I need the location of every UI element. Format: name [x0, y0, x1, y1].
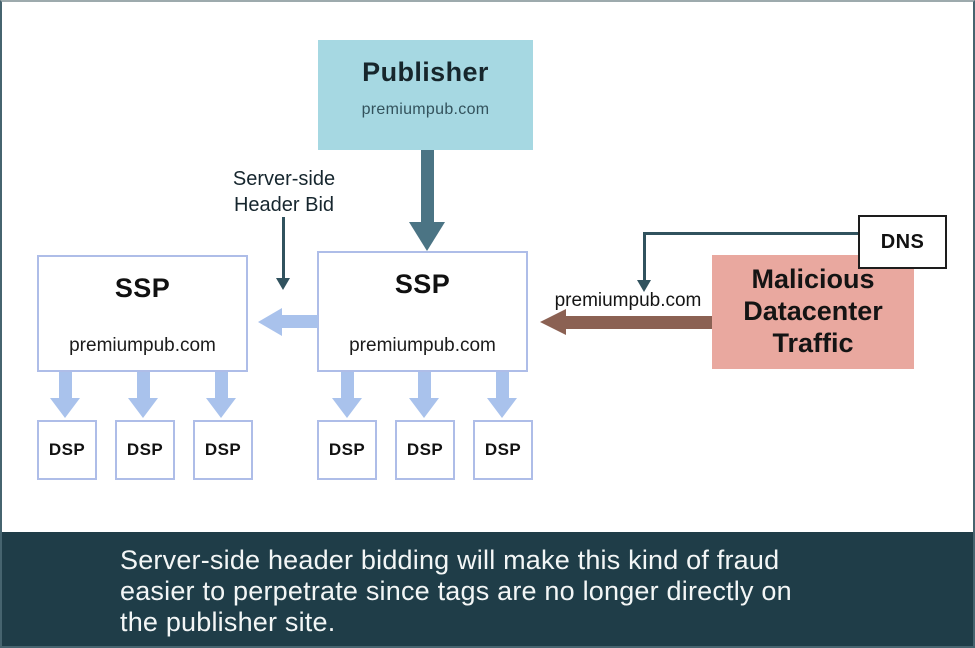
dsp-box: DSP [473, 420, 533, 480]
publisher-box: Publisher premiumpub.com [318, 40, 533, 150]
malicious-to-ssp-arrow-shaft [566, 316, 712, 329]
server-side-header-bid-line1: Server-side [232, 168, 336, 190]
dsp-box: DSP [317, 420, 377, 480]
ssp-center-domain: premiumpub.com [349, 335, 496, 356]
dsp-box: DSP [115, 420, 175, 480]
publisher-title: Publisher [362, 57, 489, 87]
caption-banner: Server-side header bidding will make thi… [2, 532, 973, 646]
ssp-to-dsp-arrow-head [128, 398, 158, 418]
ssp-to-dsp-arrow-shaft [215, 372, 228, 399]
caption-line3: the publisher site. [120, 607, 336, 637]
dns-arrow-domain-label: premiumpub.com [554, 290, 702, 311]
header-bid-arrow-head [276, 278, 290, 290]
server-side-header-bid-label: Server-side Header Bid [225, 166, 343, 218]
ssp-to-dsp-arrow-head [409, 398, 439, 418]
ssp-left-title: SSP [114, 273, 171, 303]
ssp-to-dsp-arrow-shaft [59, 372, 72, 399]
ssp-to-ssp-arrow-shaft [282, 315, 318, 328]
server-side-header-bid-line2: Header Bid [233, 194, 335, 216]
dns-box: DNS [858, 215, 947, 269]
publisher-domain: premiumpub.com [361, 101, 490, 118]
ssp-to-dsp-arrow-head [50, 398, 80, 418]
ssp-to-dsp-arrow-head [487, 398, 517, 418]
ssp-to-dsp-arrow-head [206, 398, 236, 418]
ssp-to-dsp-arrow-shaft [418, 372, 431, 399]
ssp-to-dsp-arrow-shaft [137, 372, 150, 399]
caption-line2: easier to perpetrate since tags are no l… [120, 576, 792, 606]
malicious-datacenter-box: Malicious Datacenter Traffic [712, 255, 914, 369]
caption-line1: Server-side header bidding will make thi… [120, 545, 780, 575]
ssp-left-box: SSP premiumpub.com [37, 255, 248, 372]
header-bid-arrow-line [282, 217, 285, 279]
dsp-box: DSP [193, 420, 253, 480]
malicious-to-ssp-arrow-head [540, 309, 566, 335]
ssp-center-box: SSP premiumpub.com [317, 251, 528, 372]
ssp-center-title: SSP [394, 269, 451, 299]
dsp-box: DSP [395, 420, 455, 480]
publisher-to-ssp-arrow-head [409, 222, 445, 251]
dns-connector-arrow-head [637, 280, 651, 292]
dsp-box: DSP [37, 420, 97, 480]
dns-connector-vertical [643, 232, 646, 280]
ssp-to-dsp-arrow-shaft [496, 372, 509, 399]
publisher-to-ssp-arrow-shaft [421, 150, 434, 224]
ssp-to-dsp-arrow-head [332, 398, 362, 418]
ssp-to-dsp-arrow-shaft [341, 372, 354, 399]
dns-connector-horizontal [643, 232, 858, 235]
ssp-left-domain: premiumpub.com [69, 335, 216, 356]
ssp-to-ssp-arrow-head [258, 308, 282, 336]
